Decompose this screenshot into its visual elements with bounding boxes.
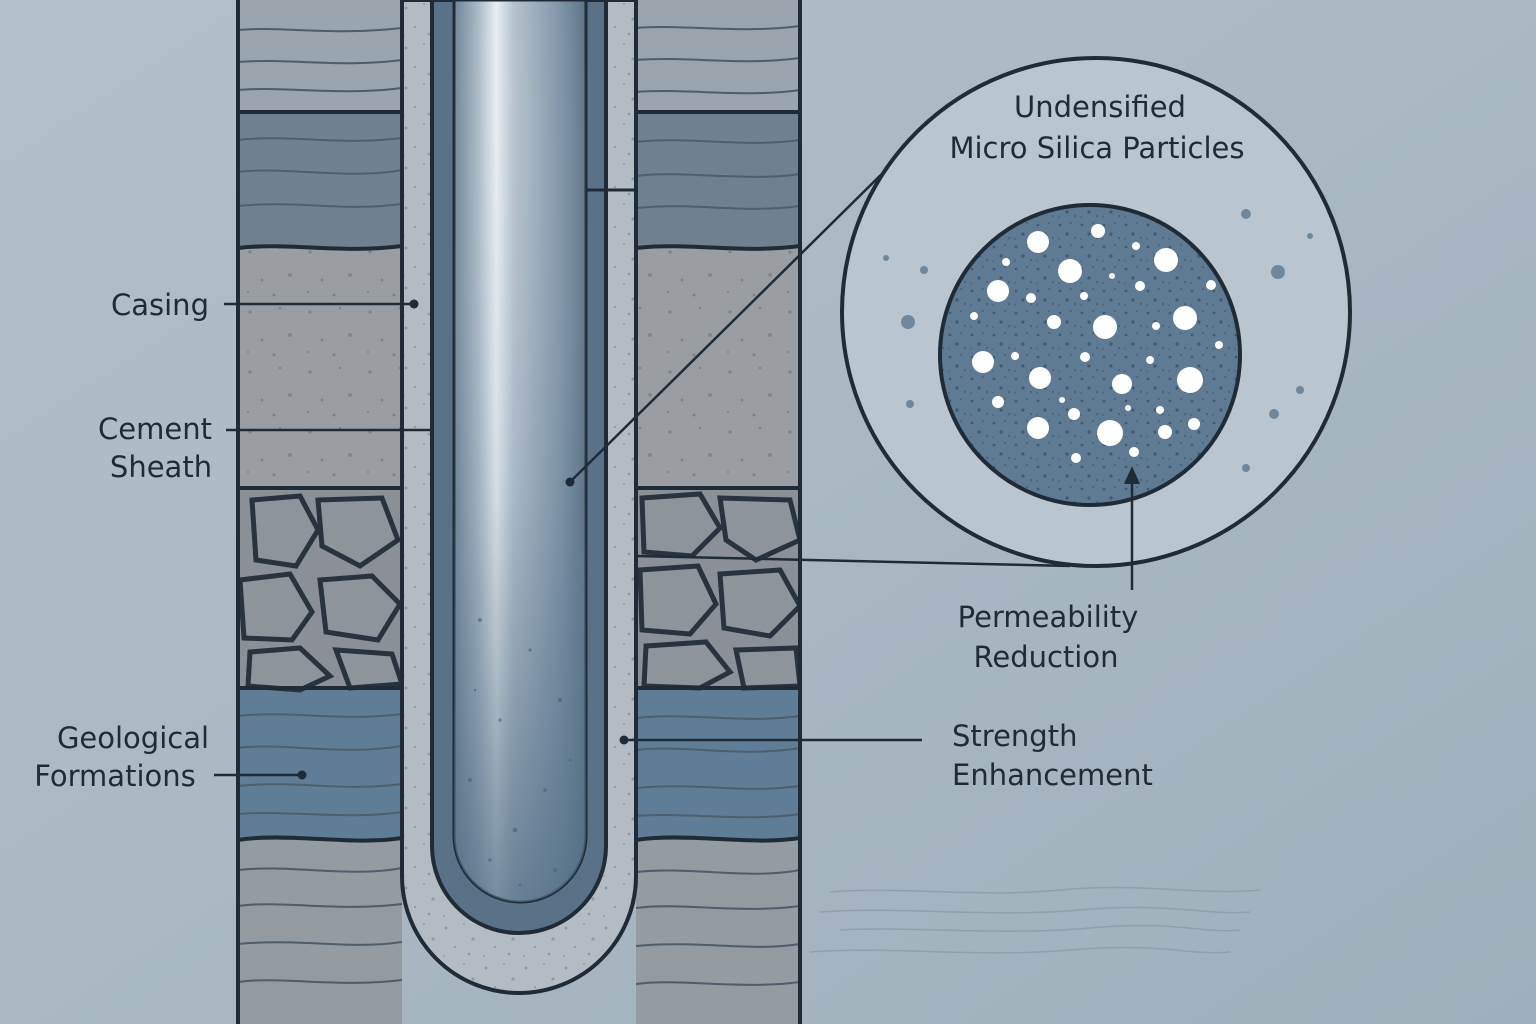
permeability-reduction-label-line1: Permeability [958, 600, 1139, 634]
background-strata-lines [809, 886, 1261, 954]
micro-silica-particles [970, 224, 1223, 463]
leader-lines [214, 302, 922, 777]
casing-label: Casing [111, 288, 209, 322]
inset-title-line1: Undensified [1014, 90, 1186, 124]
inset-title-line2: Micro Silica Particles [949, 131, 1244, 165]
cement-sheath-label-line2: Sheath [110, 450, 212, 484]
casing-speckle [468, 618, 572, 887]
strength-enhancement-label-line2: Enhancement [952, 758, 1153, 792]
cement-sheath-label-line1: Cement [98, 412, 212, 446]
geological-formations [236, 0, 802, 1024]
permeability-reduction-label-line2: Reduction [974, 640, 1119, 674]
geological-formations-label-line2: Formations [34, 759, 195, 793]
strength-enhancement-label-line1: Strength [952, 719, 1077, 753]
micro-silica-inset [569, 56, 1352, 590]
formation-column-left [238, 0, 402, 1024]
leader-dots [297, 299, 629, 780]
geological-formations-label-line1: Geological [57, 721, 209, 755]
formation-column-right [636, 0, 800, 1024]
